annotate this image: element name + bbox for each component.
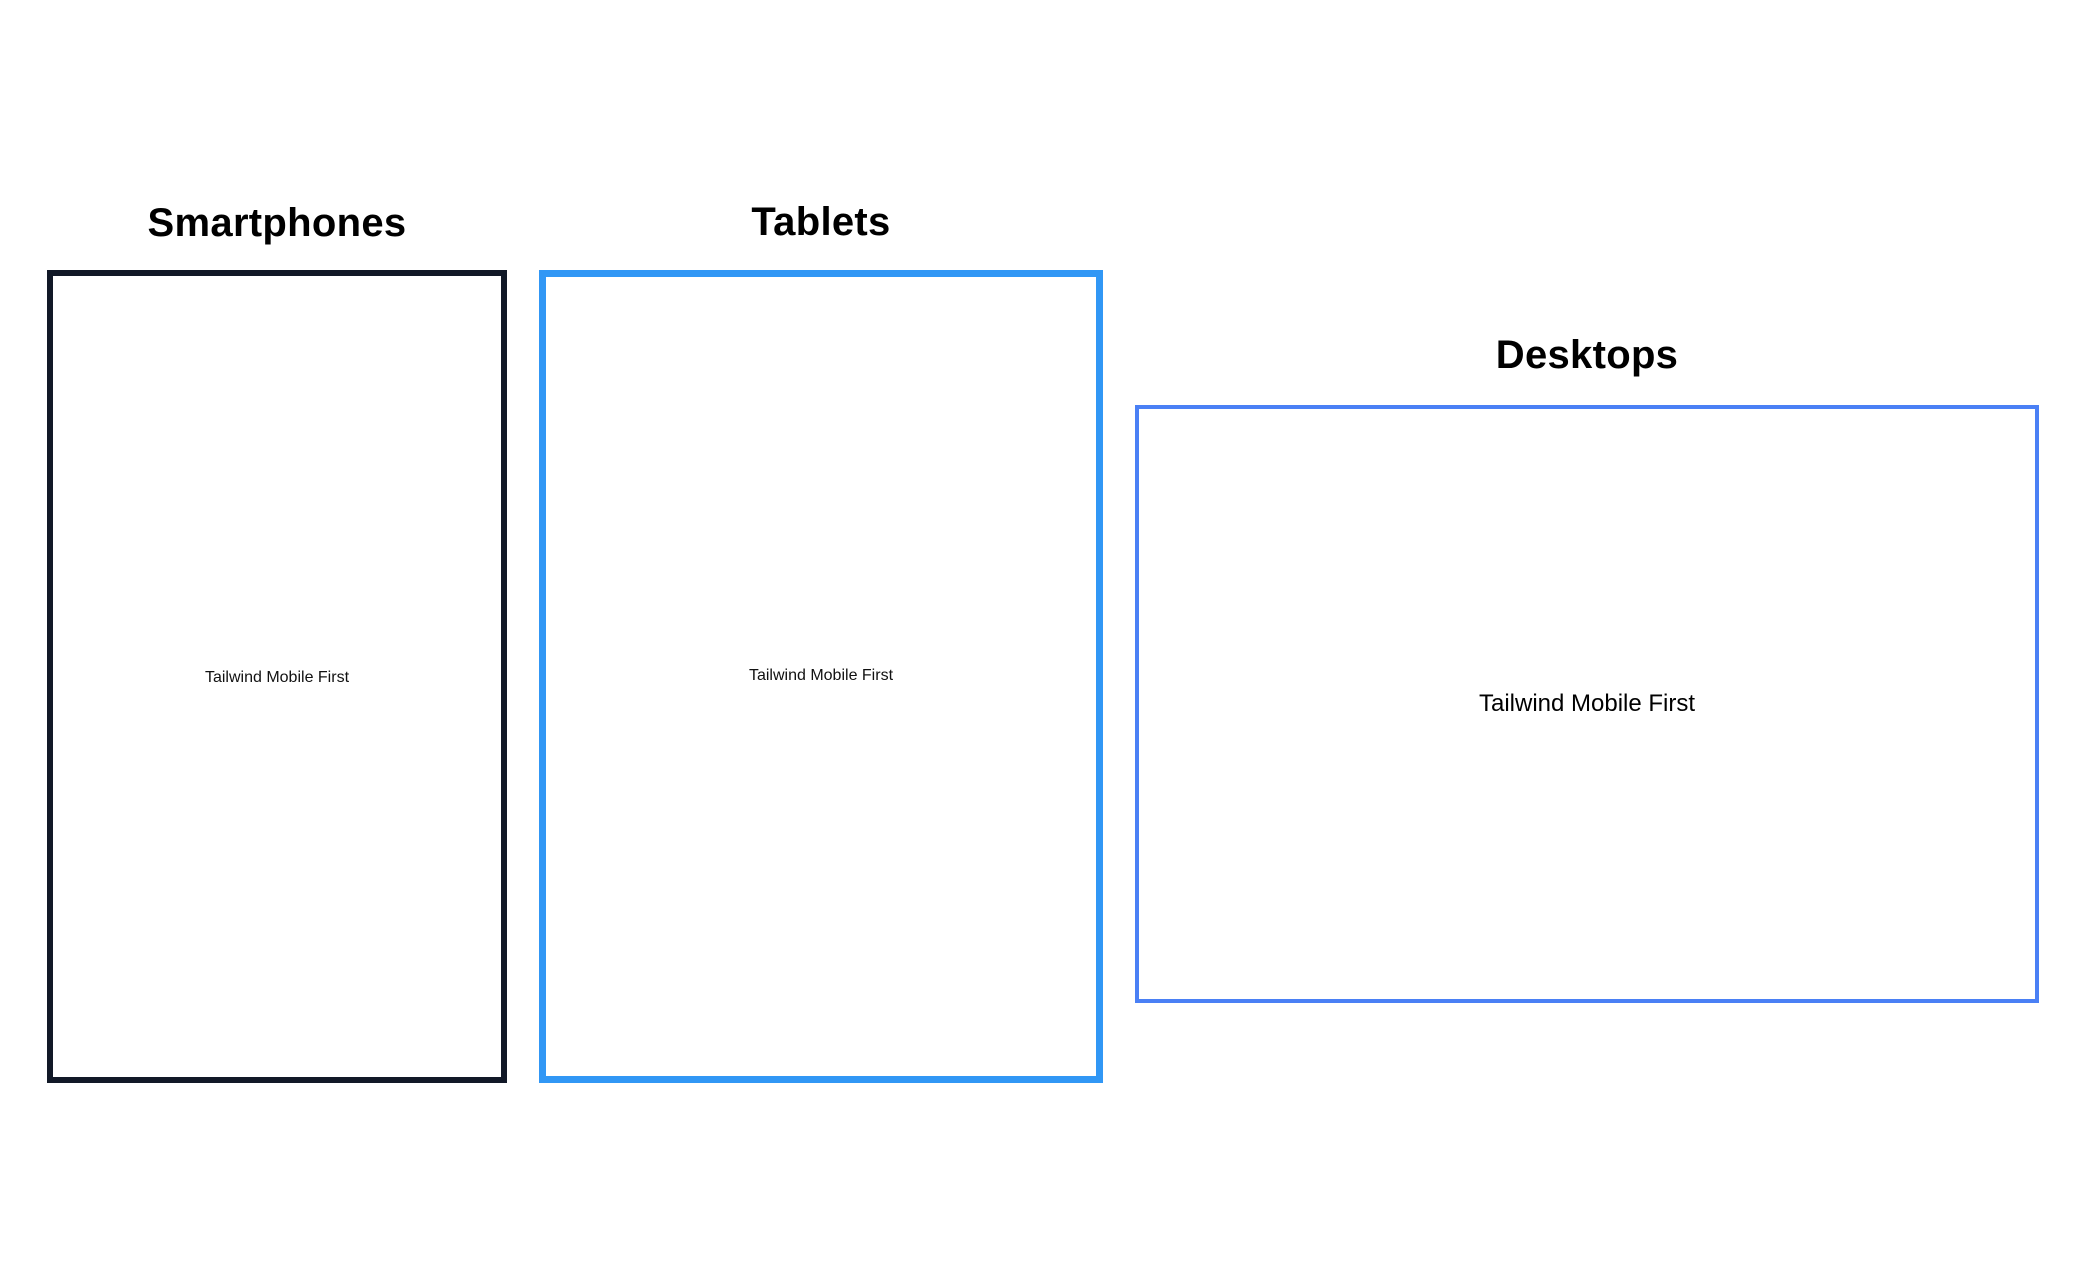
tablet-frame: Tailwind Mobile First	[539, 270, 1103, 1083]
desktop-frame-text: Tailwind Mobile First	[1478, 690, 1696, 717]
tablet-frame-text: Tailwind Mobile First	[748, 667, 894, 684]
tablets-heading: Tablets	[751, 200, 891, 244]
desktop-frame: Tailwind Mobile First	[1135, 405, 2039, 1003]
smartphone-frame-text: Tailwind Mobile First	[204, 668, 350, 686]
desktops-heading: Desktops	[1495, 333, 1679, 377]
smartphones-heading: Smartphones	[147, 201, 407, 245]
smartphone-frame: Tailwind Mobile First	[47, 270, 507, 1083]
